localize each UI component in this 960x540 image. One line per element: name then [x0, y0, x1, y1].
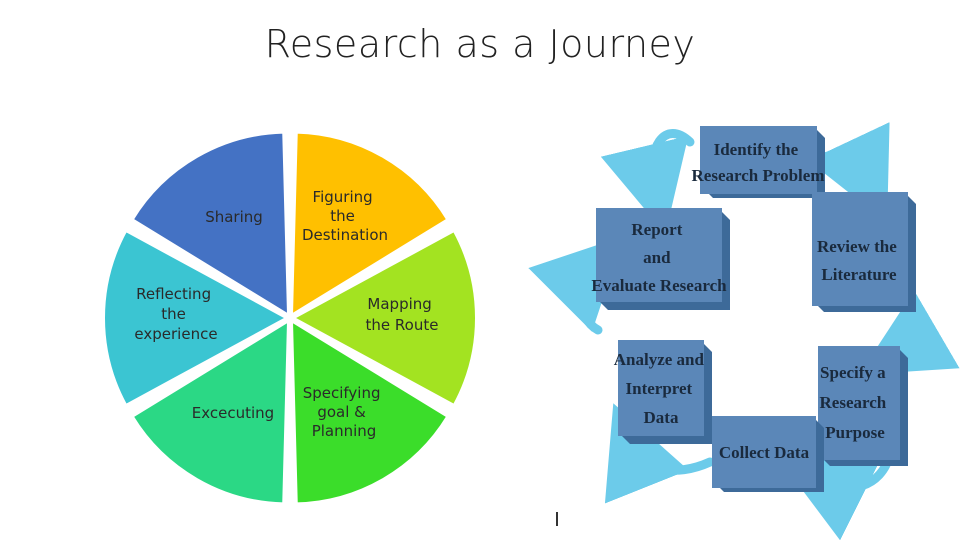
cycle-arrow-6	[528, 236, 624, 335]
cycle-arrow-5	[604, 403, 715, 504]
cycle-box-specify: Specify a Research Purpose	[818, 346, 908, 466]
svg-text:Review the Literature: Review the Literature	[817, 237, 901, 284]
wheel-segment-reflecting	[103, 229, 289, 407]
wheel-segment-executing	[131, 319, 290, 505]
cycle-box-collect: Collect Data	[712, 416, 824, 492]
svg-text:Collect Data: Collect Data	[719, 443, 810, 462]
wheel-label-mapping: Mapping the Route	[366, 295, 439, 334]
journey-wheel	[103, 131, 477, 505]
svg-text:Specify a Research: Specify a Research Purpose	[820, 363, 891, 442]
wheel-segment-specifying	[290, 319, 449, 505]
svg-text:Identify the Research: Identify the Research Problem	[692, 140, 825, 185]
wheel-label-figuring: Figuring the Destination	[302, 188, 388, 244]
cycle-arrow-2	[808, 122, 890, 223]
svg-text:Report and Eva: Report and Evaluate Research	[591, 220, 727, 295]
svg-text:Analyze and Interpret: Analyze and Interpret Data	[614, 350, 708, 427]
research-cycle-diagram: Identify the Research Problem Review the…	[528, 93, 960, 540]
cycle-box-analyze: Analyze and Interpret Data	[614, 340, 712, 444]
cycle-arrow-3	[859, 290, 960, 375]
wheel-segment-sharing	[131, 131, 290, 317]
text-cursor-mark	[556, 512, 558, 526]
wheel-label-reflecting: Reflecting the experience	[134, 285, 217, 343]
cycle-box-identify: Identify the Research Problem	[692, 126, 825, 198]
cycle-box-report: Report and Evaluate Research	[591, 208, 730, 310]
wheel-segment-mapping	[291, 229, 477, 407]
wheel-segment-figuring	[290, 131, 449, 317]
wheel-label-sharing: Sharing	[205, 208, 263, 226]
cycle-arrow-1	[600, 129, 695, 234]
wheel-label-specifying: Specifying goal & Planning	[303, 384, 386, 440]
cycle-box-review: Review the Literature	[812, 192, 916, 312]
wheel-label-executing: Excecuting	[192, 404, 274, 422]
slide-title: Research as a Journey	[264, 22, 696, 66]
